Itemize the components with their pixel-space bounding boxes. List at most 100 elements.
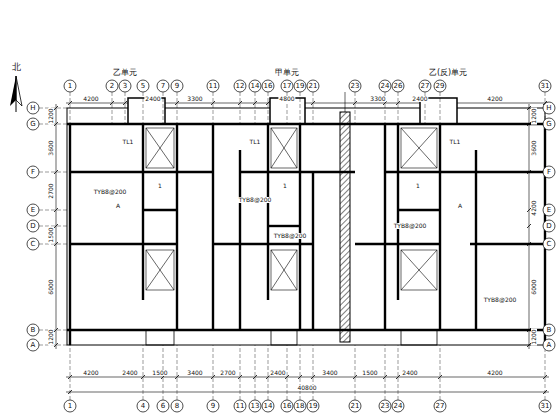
axis-circle: [64, 400, 76, 412]
dimension: 4200: [486, 96, 503, 102]
axis-circle: [543, 166, 555, 178]
dimension: 2400: [411, 96, 428, 102]
axis-circle: [137, 400, 149, 412]
axis-circle: [207, 400, 219, 412]
axis-circle: [27, 166, 39, 178]
axis-line: [268, 92, 269, 124]
axis-number: D: [545, 223, 552, 230]
axis-circle: [294, 400, 306, 412]
dimension: 4200: [486, 370, 503, 376]
axis-circle: [157, 400, 169, 412]
axis-number: C: [546, 241, 553, 248]
axis-circle: [543, 220, 555, 232]
axis-circle: [543, 102, 555, 114]
plan-note: TL1: [249, 139, 262, 145]
axis-circle: [262, 80, 274, 92]
axis-circle: [249, 400, 261, 412]
axis-line: [313, 92, 314, 124]
axis-circle: [281, 80, 293, 92]
axis-number: A: [546, 342, 553, 349]
axis-number: 17: [282, 83, 293, 90]
dimension-tick: [527, 224, 531, 228]
axis-line: [398, 345, 399, 400]
axis-circle: [171, 80, 183, 92]
plan-note: TYB8@200: [238, 197, 273, 203]
axis-line: [440, 92, 441, 124]
dimension: 4800: [278, 96, 295, 102]
axis-number: E: [30, 207, 36, 214]
axis-circle: [234, 400, 246, 412]
dimension: 4200: [531, 199, 537, 216]
axis-circle: [379, 400, 391, 412]
dimension: 3600: [531, 139, 537, 156]
axis-circle: [349, 400, 361, 412]
axis-line: [143, 92, 144, 124]
axis-number: 2: [109, 83, 115, 90]
axis-circle: [27, 204, 39, 216]
axis-number: B: [546, 327, 553, 334]
axis-line: [255, 92, 256, 124]
dimension: 40800: [296, 385, 317, 391]
plan-note: 1: [157, 183, 163, 189]
axis-line: [300, 92, 301, 124]
axis-number: 21: [350, 403, 361, 410]
dimension: 3300: [369, 96, 386, 102]
axis-line: [255, 345, 256, 400]
axis-number: 11: [235, 403, 246, 410]
plan-note: A: [115, 203, 121, 209]
axis-line: [440, 345, 441, 400]
plan-note: TL1: [449, 139, 462, 145]
axis-line: [240, 345, 241, 400]
plan-note: TYB8@200: [483, 297, 518, 303]
axis-lines: [27, 80, 555, 412]
axis-line: [355, 92, 356, 124]
dimension: 1500: [361, 370, 378, 376]
axis-number: 16: [263, 83, 274, 90]
dimension: 3600: [48, 139, 54, 156]
axis-number: 13: [250, 403, 261, 410]
dimension: 3400: [321, 370, 338, 376]
axis-line: [213, 92, 214, 124]
axis-line: [398, 92, 399, 124]
axis-circle: [539, 400, 551, 412]
axis-circle: [349, 80, 361, 92]
axis-number: 5: [140, 83, 146, 90]
axis-circle: [543, 204, 555, 216]
axis-number: 31: [540, 83, 551, 90]
unit-name: 甲单元: [274, 69, 300, 77]
axis-circle: [539, 80, 551, 92]
axis-number: 19: [308, 403, 319, 410]
axis-number: 27: [420, 83, 431, 90]
axis-line: [177, 92, 178, 124]
dimension: 6000: [531, 278, 537, 295]
dimension: 1200: [48, 107, 54, 124]
axis-line: [385, 345, 386, 400]
axis-number: 14: [250, 83, 261, 90]
axis-number: 9: [210, 403, 216, 410]
axis-circle: [543, 339, 555, 351]
axis-line: [300, 345, 301, 400]
dimension: 3300: [186, 96, 203, 102]
dimension: 1500: [48, 226, 54, 243]
dimension: 1200: [531, 107, 537, 124]
axis-number: 1: [67, 403, 73, 410]
axis-circle: [137, 80, 149, 92]
axis-number: 1: [67, 83, 73, 90]
dimension: 2700: [219, 370, 236, 376]
axis-circle: [27, 102, 39, 114]
axis-circle: [543, 118, 555, 130]
axis-line: [143, 345, 144, 400]
axis-circle: [119, 80, 131, 92]
axis-number: 26: [393, 83, 404, 90]
axis-circle: [543, 238, 555, 250]
axis-circle: [281, 400, 293, 412]
dimension: 3400: [186, 370, 203, 376]
axis-number: 24: [380, 83, 391, 90]
axis-circle: [157, 80, 169, 92]
walls: [67, 124, 545, 345]
axis-number: D: [29, 223, 36, 230]
axis-line: [70, 92, 71, 124]
axis-circle: [434, 400, 446, 412]
axis-line: [125, 92, 126, 124]
leader-line: [345, 92, 346, 112]
